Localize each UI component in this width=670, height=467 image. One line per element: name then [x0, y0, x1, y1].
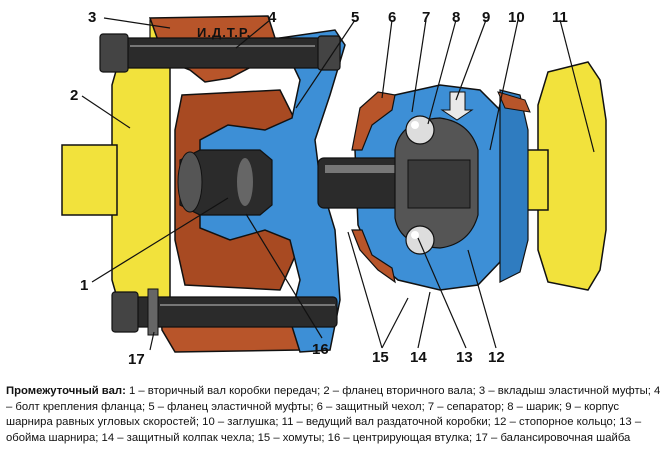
callout-4: 4	[268, 9, 277, 26]
figure-caption: Промежуточный вал: 1 – вторичный вал кор…	[6, 384, 666, 446]
callout-2: 2	[70, 87, 78, 104]
callout-11: 11	[552, 9, 568, 26]
callout-17: 17	[128, 351, 145, 368]
callout-13: 13	[456, 349, 473, 366]
callout-7: 7	[422, 9, 430, 26]
callout-9: 9	[482, 9, 490, 26]
callout-5: 5	[351, 9, 359, 26]
flange-bolt-bottom	[111, 288, 338, 336]
flange-bolt-top	[99, 33, 341, 73]
callouts: 3 4 5 6 7 8 9 10 11 2 1 17 16 15 14 13 1…	[70, 9, 568, 368]
callout-1: 1	[80, 277, 88, 294]
joint-ball-bottom	[405, 225, 435, 255]
callout-15: 15	[372, 349, 389, 366]
callout-6: 6	[388, 9, 396, 26]
protective-boot	[351, 91, 531, 284]
leader-lines	[81, 17, 595, 351]
gearbox-output-shaft	[177, 149, 273, 216]
joint-ball-top	[405, 115, 435, 145]
brand-label: И.Д.Т.Р.	[197, 25, 251, 40]
callout-12: 12	[488, 349, 505, 366]
cv-joint	[394, 91, 479, 255]
callout-10: 10	[508, 9, 525, 26]
intermediate-shaft-diagram: И.Д.Т.Р. 3 4 5 6 7 8 9 10 11 2 1 17 16	[61, 9, 607, 368]
callout-14: 14	[410, 349, 427, 366]
caption-title: Промежуточный вал:	[6, 385, 126, 397]
callout-16: 16	[312, 341, 329, 358]
caption-body: 1 – вторичный вал коробки передач; 2 – ф…	[6, 385, 661, 444]
callout-8: 8	[452, 9, 460, 26]
callout-3: 3	[88, 9, 96, 26]
